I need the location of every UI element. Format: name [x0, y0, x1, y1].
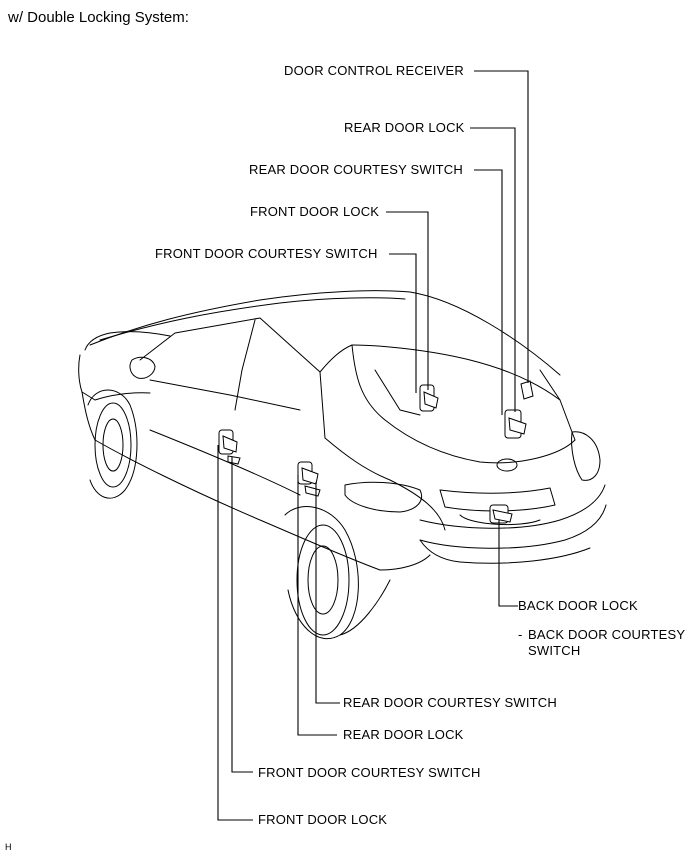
label-back-door-courtesy-switch-line1: BACK DOOR COURTESY — [528, 627, 686, 642]
label-front-door-courtesy-switch-top: FRONT DOOR COURTESY SWITCH — [155, 246, 378, 261]
label-door-control-receiver: DOOR CONTROL RECEIVER — [284, 63, 464, 78]
label-rear-door-lock-top: REAR DOOR LOCK — [344, 120, 465, 135]
label-rear-door-courtesy-switch-top: REAR DOOR COURTESY SWITCH — [249, 162, 463, 177]
door-control-receiver-part — [520, 380, 534, 400]
label-back-door-lock: BACK DOOR LOCK — [518, 598, 638, 613]
label-back-door-courtesy-switch-line2: SWITCH — [528, 643, 581, 658]
component-parts — [218, 380, 534, 524]
diagram-title: w/ Double Locking System: — [8, 9, 189, 26]
label-rear-door-lock-bottom: REAR DOOR LOCK — [343, 727, 464, 742]
label-back-door-courtesy-dash: - — [518, 627, 523, 642]
figure-id: H — [5, 842, 12, 852]
label-front-door-lock-bottom: FRONT DOOR LOCK — [258, 812, 388, 827]
leader-lines — [217, 70, 529, 821]
front-door-lock-part — [218, 429, 241, 465]
rear-door-lock-part-rear — [504, 409, 527, 439]
rear-door-lock-part-side — [297, 461, 321, 497]
label-rear-door-courtesy-switch-bottom: REAR DOOR COURTESY SWITCH — [343, 695, 557, 710]
label-front-door-lock-top: FRONT DOOR LOCK — [250, 204, 380, 219]
back-door-lock-part — [489, 504, 513, 524]
front-door-lock-part-rear — [419, 384, 439, 412]
label-front-door-courtesy-switch-bottom: FRONT DOOR COURTESY SWITCH — [258, 765, 481, 780]
car-outline — [78, 290, 607, 640]
